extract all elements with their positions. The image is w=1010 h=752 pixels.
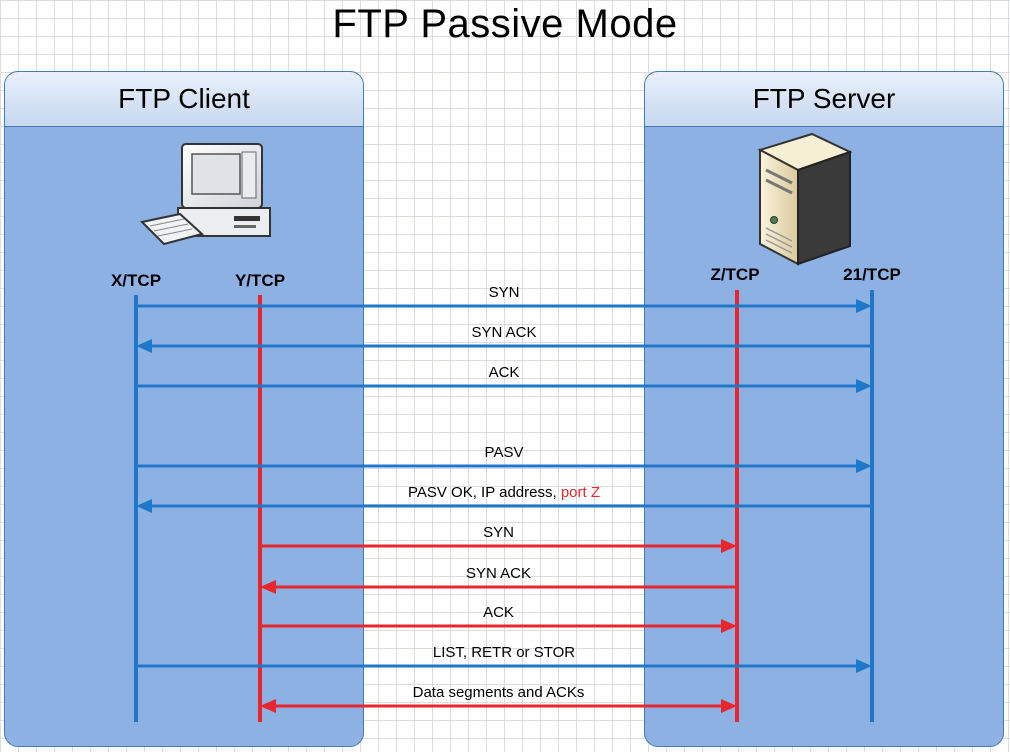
message-label-text: ACK — [483, 604, 514, 621]
arrow-head — [856, 379, 872, 393]
message-label: PASV — [485, 444, 524, 461]
message-label-text: Data segments and ACKs — [413, 684, 585, 701]
arrow-head — [721, 699, 737, 713]
message-label: ACK — [489, 364, 520, 381]
message-label: SYN — [489, 284, 520, 301]
arrow-head — [856, 659, 872, 673]
message-arrow: ACK — [136, 364, 872, 393]
diagram-title: FTP Passive Mode — [332, 2, 678, 46]
workstation-icon — [139, 143, 271, 246]
message-label: PASV OK, IP address, port Z — [408, 484, 600, 501]
message-label-text: LIST, RETR or STOR — [433, 644, 575, 661]
message-arrow: PASV OK, IP address, port Z — [136, 484, 872, 513]
arrow-head — [136, 339, 152, 353]
arrow-head — [856, 459, 872, 473]
message-label: Data segments and ACKs — [413, 684, 585, 701]
message-label: LIST, RETR or STOR — [433, 644, 575, 661]
port-label-z: Z/TCP — [710, 265, 759, 284]
arrow-head — [856, 299, 872, 313]
message-label: ACK — [483, 604, 514, 621]
arrow-head — [260, 699, 276, 713]
message-arrow: ACK — [260, 604, 737, 633]
message-label-text: SYN — [483, 524, 514, 541]
message-arrow: PASV — [136, 444, 872, 473]
message-arrow: Data segments and ACKs — [260, 684, 737, 713]
tower-server-icon — [757, 132, 853, 266]
arrow-head — [136, 499, 152, 513]
message-label-text: SYN — [489, 284, 520, 301]
message-arrow: SYN — [260, 524, 737, 553]
message-arrow: SYN ACK — [260, 565, 737, 594]
message-label-highlight: port Z — [561, 484, 600, 501]
message-arrow: SYN ACK — [136, 324, 872, 353]
arrow-head — [260, 580, 276, 594]
message-label: SYN ACK — [466, 565, 531, 582]
server-header: FTP Server — [645, 72, 1003, 127]
message-label-text: PASV — [485, 444, 524, 461]
client-header: FTP Client — [5, 72, 363, 127]
arrow-head — [721, 539, 737, 553]
port-label-x: X/TCP — [111, 271, 161, 290]
message-label-text: ACK — [489, 364, 520, 381]
message-label-text: PASV OK, IP address, — [408, 484, 561, 501]
message-label-text: SYN ACK — [466, 565, 531, 582]
message-label: SYN — [483, 524, 514, 541]
message-label-text: SYN ACK — [471, 324, 536, 341]
message-arrow: SYN — [136, 284, 872, 313]
port-label-21: 21/TCP — [843, 265, 901, 284]
message-label: SYN ACK — [471, 324, 536, 341]
message-arrow: LIST, RETR or STOR — [136, 644, 872, 673]
port-label-y: Y/TCP — [235, 271, 285, 290]
arrow-head — [721, 619, 737, 633]
